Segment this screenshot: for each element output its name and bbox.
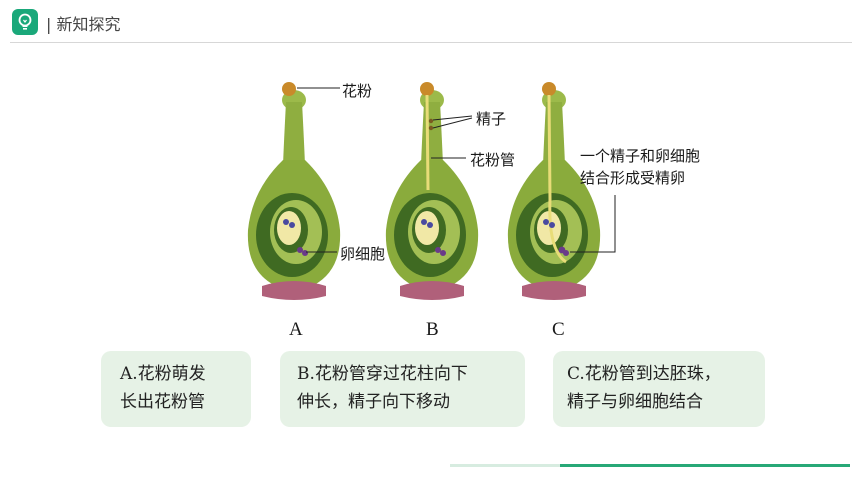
card-stage-c: C.花粉管到达胚珠， 精子与卵细胞结合 xyxy=(553,351,765,427)
pistil-c xyxy=(507,82,616,300)
label-sperm: 精子 xyxy=(476,110,507,128)
card-a-line2: 长出花粉管 xyxy=(120,392,205,412)
pollen-grain-c xyxy=(542,82,556,96)
pollen-tube-b xyxy=(425,94,430,191)
label-fusion-line2: 结合形成受精卵 xyxy=(580,169,686,187)
section-title: | 新知探究 xyxy=(46,15,121,34)
pistil-b xyxy=(385,82,479,300)
card-c-line2: 精子与卵细胞结合 xyxy=(567,392,703,412)
label-fusion-line1: 一个精子和卵细胞 xyxy=(580,147,701,165)
pistil-a xyxy=(247,82,341,300)
pollen-grain-b xyxy=(420,82,434,96)
pollen-tube-c xyxy=(547,94,567,264)
header-bar: | 新知探究 xyxy=(0,0,860,44)
stage-label-c: C xyxy=(552,319,565,340)
card-a-line1: A.花粉萌发 xyxy=(120,364,206,384)
stage-label-a: A xyxy=(289,319,303,340)
card-b-line1: B.花粉管穿过花柱向下 xyxy=(297,364,468,384)
header-divider xyxy=(10,42,852,43)
pollen-grain-a xyxy=(282,82,296,96)
stage-label-b: B xyxy=(426,319,439,340)
label-egg-cell: 卵细胞 xyxy=(340,245,386,263)
card-stage-a: A.花粉萌发 长出花粉管 xyxy=(101,351,251,427)
card-stage-b: B.花粉管穿过花柱向下 伸长，精子向下移动 xyxy=(280,351,525,427)
card-c-line1: C.花粉管到达胚珠， xyxy=(567,364,721,384)
lightbulb-icon xyxy=(12,9,38,35)
footer-divider-accent xyxy=(560,464,850,467)
label-pollen: 花粉 xyxy=(342,82,373,100)
footer-divider-light xyxy=(450,464,560,467)
label-pollen-tube: 花粉管 xyxy=(470,151,516,169)
card-b-line2: 伸长，精子向下移动 xyxy=(297,392,450,412)
